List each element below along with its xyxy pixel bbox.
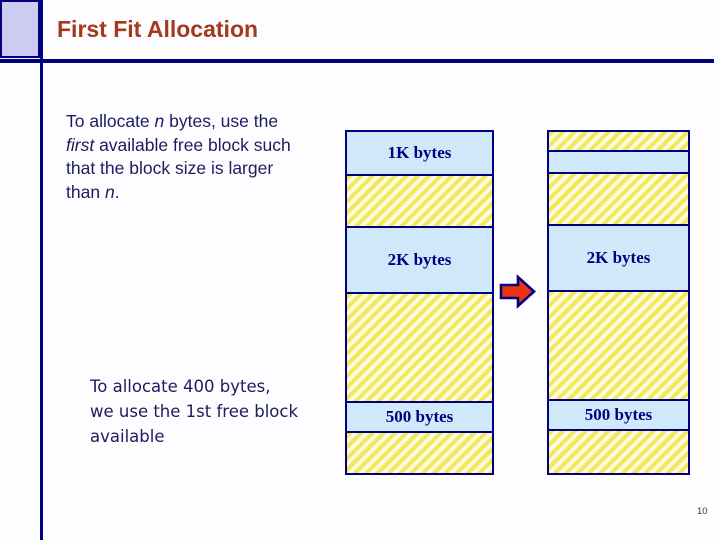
text-segment: bytes, use the: [164, 111, 279, 131]
memory-block-label: 1K bytes: [387, 143, 452, 162]
text-segment: available free block such: [94, 134, 291, 155]
text-segment: n: [104, 181, 115, 202]
allocated-memory-block: [347, 294, 492, 403]
right-arrow-icon: [499, 274, 537, 310]
memory-column-before: 1K bytes 2K bytes 500 bytes: [345, 130, 494, 475]
allocated-memory-block: [549, 132, 688, 152]
text-segment: To allocate: [66, 111, 155, 131]
header-rule: [0, 59, 714, 63]
text-segment: n: [154, 111, 165, 131]
intro-line: first available free block such: [66, 134, 366, 158]
allocated-memory-block: [549, 431, 688, 473]
intro-line: than n.: [66, 181, 366, 205]
memory-block-label: 2K bytes: [387, 250, 452, 269]
free-memory-block: 2K bytes: [347, 228, 492, 294]
text-segment: first: [66, 134, 95, 155]
memory-block-label: 500 bytes: [584, 405, 653, 424]
allocated-memory-block: [347, 176, 492, 228]
text-segment: that the block size is larger: [66, 158, 274, 178]
allocated-memory-block: [549, 292, 688, 401]
text-segment: than: [66, 181, 105, 202]
memory-block-label: 2K bytes: [586, 248, 651, 267]
corner-decor-square: [0, 0, 40, 58]
intro-line: To allocate n bytes, use the: [66, 110, 366, 134]
allocated-memory-block: [549, 174, 688, 226]
text-segment: .: [114, 181, 120, 202]
note-line: To allocate 400 bytes,: [90, 377, 271, 396]
free-memory-block: 1K bytes: [347, 132, 492, 176]
free-memory-block: [549, 152, 688, 174]
memory-column-after: 2K bytes 500 bytes: [547, 130, 690, 475]
intro-line: that the block size is larger: [66, 157, 366, 181]
page-number: 10: [697, 506, 708, 517]
note-line: available: [90, 427, 165, 446]
allocation-note: To allocate 400 bytes, we use the 1st fre…: [90, 374, 350, 449]
left-rule: [40, 0, 43, 540]
page-title: First Fit Allocation: [57, 16, 259, 42]
free-memory-block: 2K bytes: [549, 226, 688, 292]
note-line: we use the 1st free block: [90, 402, 299, 421]
memory-block-label: 500 bytes: [385, 407, 454, 426]
free-memory-block: 500 bytes: [549, 401, 688, 431]
allocated-memory-block: [347, 433, 492, 473]
free-memory-block: 500 bytes: [347, 403, 492, 433]
